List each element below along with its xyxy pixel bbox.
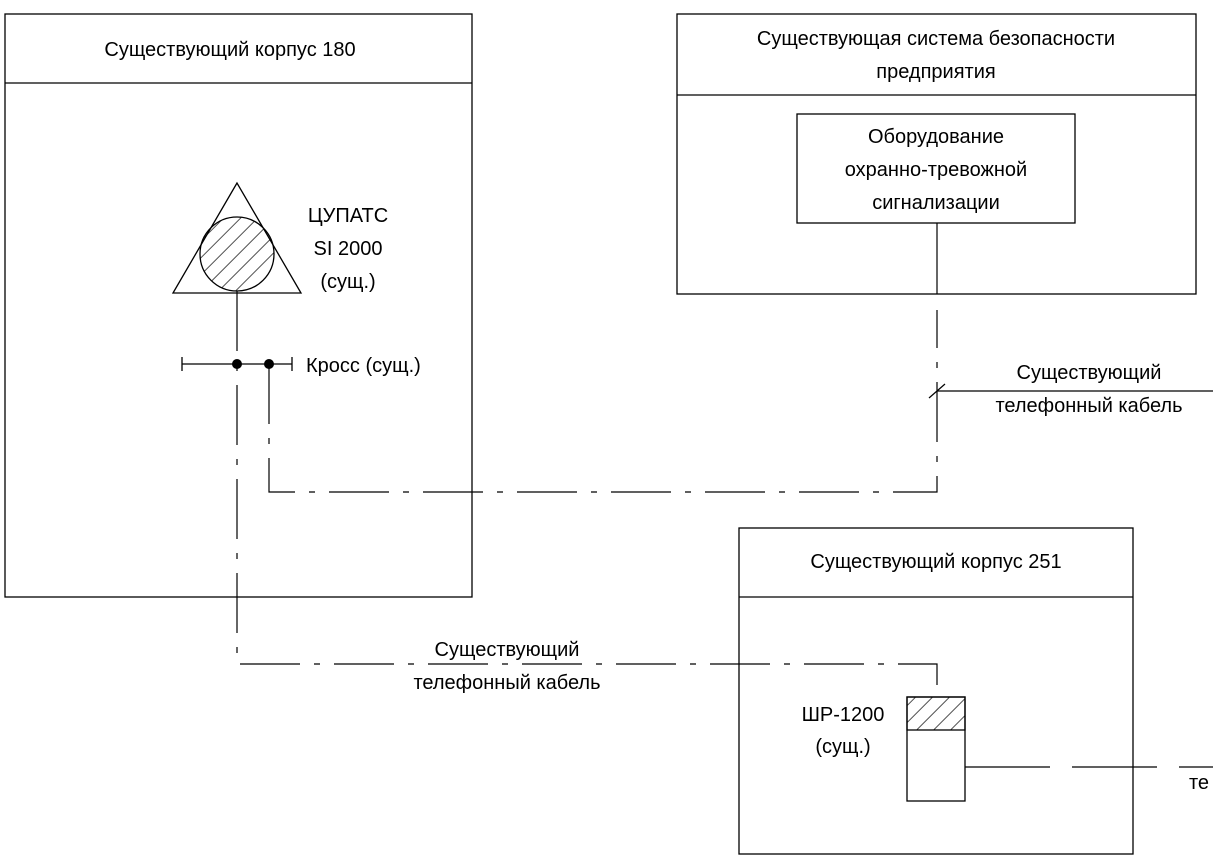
pbx-label-line1: ЦУПАТС bbox=[308, 205, 388, 227]
equipment-line3: сигнализации bbox=[872, 192, 1000, 214]
cabinet-symbol bbox=[906, 696, 966, 802]
building-251-title: Существующий корпус 251 bbox=[810, 551, 1061, 573]
building-180-title: Существующий корпус 180 bbox=[104, 39, 355, 61]
equipment-line2: охранно-тревожной bbox=[845, 159, 1027, 181]
building-180-box: Существующий корпус 180 bbox=[4, 13, 473, 598]
cable-upper-label-line2: телефонный кабель bbox=[995, 395, 1182, 417]
security-system-title-line1: Существующая система безопасности bbox=[757, 28, 1115, 50]
cross-label: Кросс (сущ.) bbox=[306, 355, 421, 377]
pbx-label-line3: (сущ.) bbox=[320, 271, 375, 293]
cross-symbol bbox=[181, 357, 293, 371]
pbx-symbol bbox=[171, 181, 303, 294]
cable-lower-label-line1: Существующий bbox=[435, 639, 580, 661]
cable-cross-to-security bbox=[268, 223, 1213, 493]
pbx-label-line2: SI 2000 bbox=[314, 238, 383, 260]
security-system-title-line2: предприятия bbox=[876, 61, 995, 83]
equipment-line1: Оборудование bbox=[868, 126, 1004, 148]
building-251-box: Существующий корпус 251 bbox=[738, 527, 1134, 855]
cable-lower-label-line2: телефонный кабель bbox=[413, 672, 600, 694]
cable-right-label-partial: те bbox=[1189, 772, 1209, 794]
cabinet-label-line1: ШР-1200 bbox=[802, 704, 885, 726]
cable-pbx-to-cabinet bbox=[236, 291, 938, 697]
cable-upper-label-line1: Существующий bbox=[1017, 362, 1162, 384]
security-system-box: Существующая система безопасности предпр… bbox=[676, 13, 1197, 295]
cabinet-label-line2: (сущ.) bbox=[815, 736, 870, 758]
security-equipment-box: Оборудование охранно-тревожной сигнализа… bbox=[796, 113, 1076, 224]
